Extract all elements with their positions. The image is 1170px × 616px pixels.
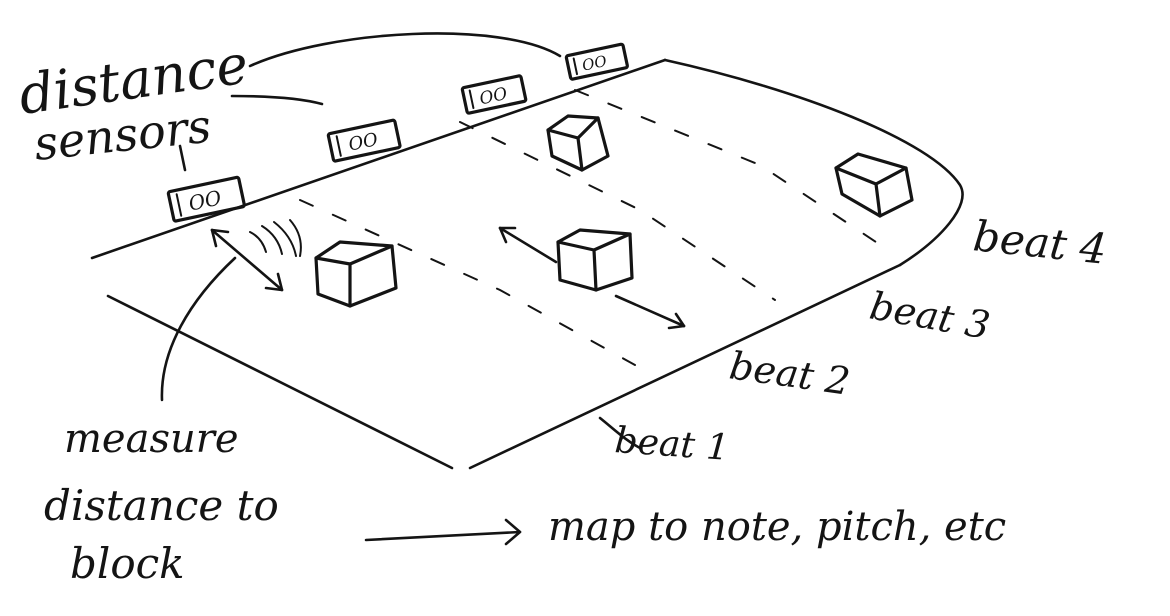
beat-lane-1 [299,199,636,366]
distance-sensor: OO [326,118,402,163]
block [314,240,398,308]
label-beat-3: beat 3 [866,284,993,348]
block [546,114,610,172]
block [556,228,634,292]
distance-sensor: OO [564,42,629,81]
distance-sensor: OO [166,175,246,223]
sensor-beam [249,219,302,257]
leader-to-beat-1 [598,416,642,450]
platform-left-edge [106,294,454,470]
leader-to-measure [160,256,237,402]
label-distance-to: distance to [44,481,279,530]
label-block: block [70,539,185,588]
sensor-eyes: OO [581,52,609,75]
distance-arrow [210,228,284,292]
leader-to-sensor-1 [178,144,187,172]
label-beat-1: beat 1 [613,420,730,469]
label-beat-4: beat 4 [971,211,1109,274]
beat-lane-2 [459,121,776,301]
beat-lanes [299,89,886,366]
distance-arrow [498,226,558,264]
leader-to-sensor-3 [230,94,324,106]
distance-sensor: OO [460,74,528,115]
platform-right-edge [663,58,964,267]
label-beat-2: beat 2 [727,343,853,403]
label-measure: measure [64,416,239,462]
beat-lane-3 [574,89,886,249]
platform-front-edge [468,263,902,470]
block [834,152,914,218]
arrow-to-map [364,530,522,542]
leader-to-sensor-4 [248,32,562,68]
leader-lines [160,32,642,546]
distance-arrow [614,294,686,330]
label-map-to-note: map to note, pitch, etc [548,504,1006,550]
platform-outline [90,58,964,470]
platform-back-edge [90,58,667,260]
